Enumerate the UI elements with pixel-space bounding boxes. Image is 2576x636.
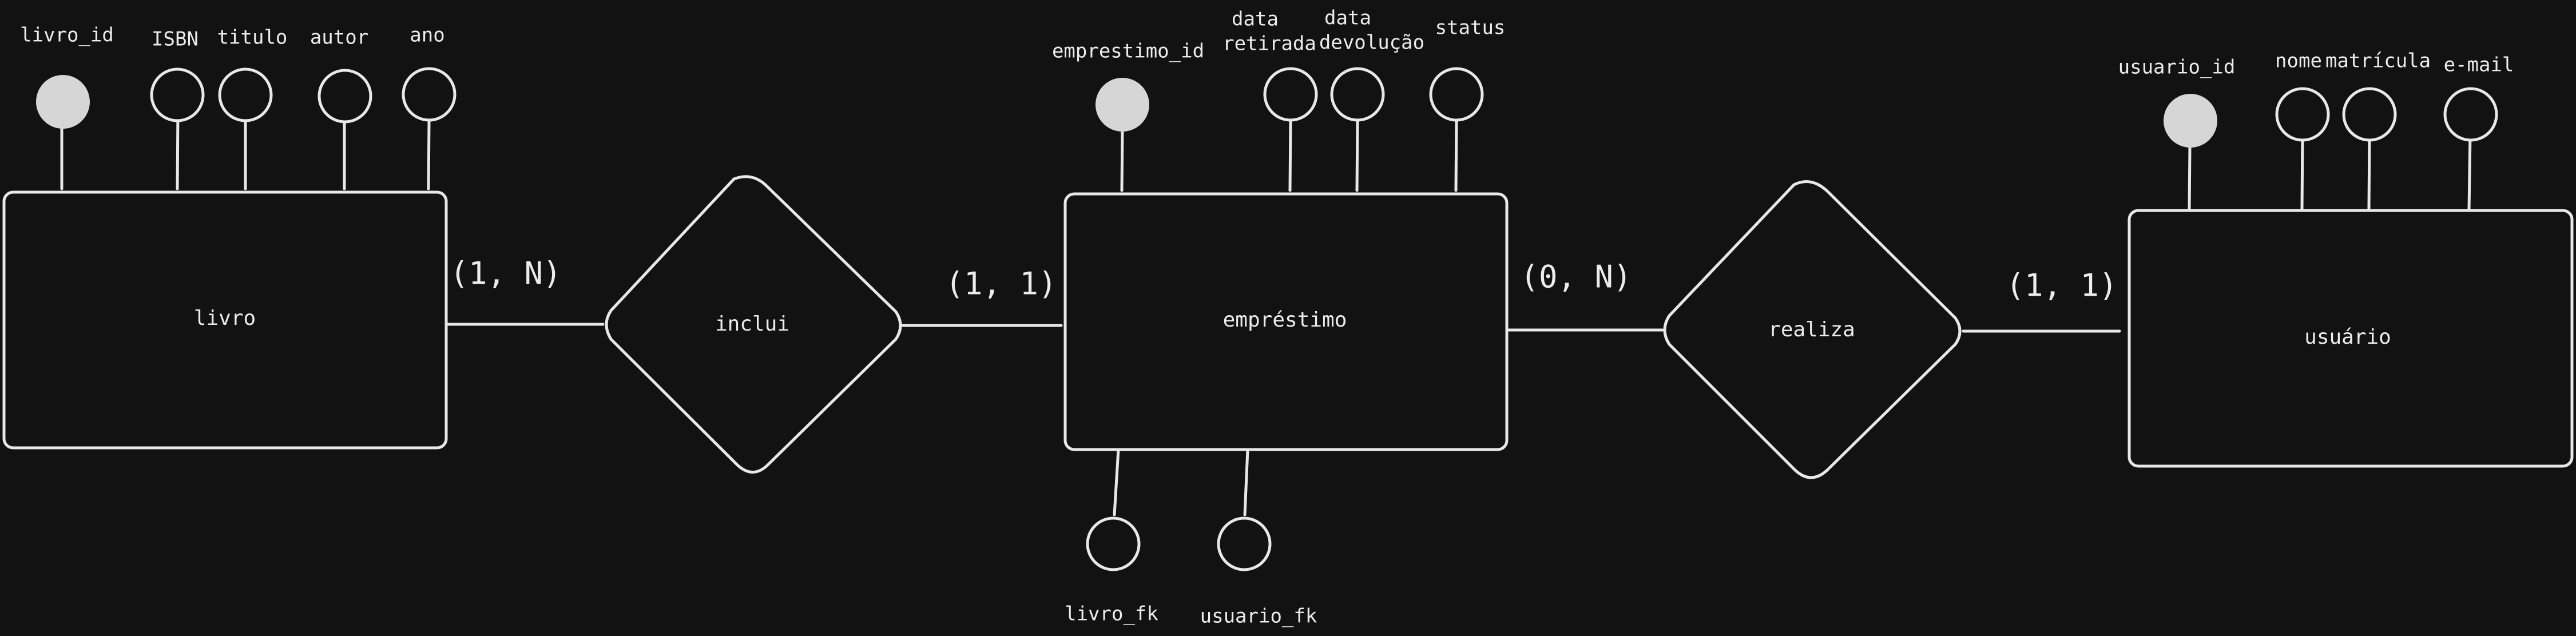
entity-livro-label: livro — [194, 307, 256, 330]
attr-data-retirada-label-1: data — [1232, 8, 1279, 31]
primary-key-marker[interactable] — [36, 75, 90, 129]
attributes-usuario: usuario_id nome matrícula e-mail — [2118, 50, 2514, 148]
relationship-inclui-label: inclui — [715, 312, 789, 336]
attribute-marker[interactable] — [1429, 67, 1484, 122]
cardinality-livro-inclui: (1, N) — [450, 256, 561, 292]
attribute-marker[interactable] — [150, 67, 205, 122]
entity-emprestimo-label: empréstimo — [1223, 308, 1347, 332]
attribute-marker[interactable] — [2275, 87, 2330, 142]
attr-livro-id-label: livro_id — [20, 24, 114, 47]
attribute-marker[interactable] — [218, 67, 273, 122]
cardinalities: (1, N) (1, 1) (0, N) (1, 1) — [450, 256, 2117, 304]
attr-data-devolucao-label-1: data — [1324, 7, 1371, 30]
attributes-emprestimo: emprestimo_id data retirada data devoluç… — [1052, 7, 1505, 628]
attribute-marker[interactable] — [2342, 87, 2397, 142]
entity-emprestimo[interactable]: empréstimo — [1063, 192, 1509, 451]
cardinality-realiza-usuario: (1, 1) — [2006, 268, 2117, 304]
attr-matricula-label: matrícula — [2325, 50, 2431, 73]
attribute-marker[interactable] — [1330, 67, 1385, 122]
entity-usuario-label: usuário — [2304, 325, 2391, 349]
attribute-marker[interactable] — [1086, 516, 1141, 571]
attr-titulo-label: titulo — [217, 26, 288, 49]
attr-livro-fk-label: livro_fk — [1065, 603, 1158, 626]
attr-email-label: e-mail — [2444, 54, 2514, 77]
attr-emprestimo-id-label: emprestimo_id — [1052, 40, 1204, 63]
primary-key-marker[interactable] — [2164, 94, 2217, 148]
attribute-marker[interactable] — [402, 67, 457, 122]
attribute-marker[interactable] — [317, 69, 372, 124]
attr-autor-label: autor — [310, 26, 368, 49]
entity-usuario[interactable]: usuário — [2128, 209, 2574, 468]
attr-data-retirada-label-2: retirada — [1222, 33, 1316, 55]
attributes-livro: livro_id ISBN titulo autor ano — [20, 24, 457, 129]
attribute-stems — [60, 109, 2472, 516]
cardinality-inclui-emprestimo: (1, 1) — [945, 266, 1057, 302]
attr-nome-label: nome — [2275, 50, 2322, 73]
attr-data-devolucao-label-2: devolução — [1319, 31, 1424, 54]
cardinality-emprestimo-realiza: (0, N) — [1520, 259, 1632, 295]
connectors — [444, 323, 2121, 333]
attr-status-label: status — [1435, 17, 1506, 39]
attribute-marker[interactable] — [1263, 67, 1318, 122]
attr-isbn-label: ISBN — [152, 28, 199, 51]
attribute-marker[interactable] — [2443, 87, 2498, 142]
attribute-marker[interactable] — [1217, 516, 1272, 571]
primary-key-marker[interactable] — [1096, 78, 1149, 132]
attr-ano-label: ano — [410, 24, 444, 47]
relationship-realiza[interactable]: realiza — [1663, 180, 1962, 479]
attr-usuario-fk-label: usuario_fk — [1200, 605, 1317, 628]
relationship-inclui[interactable]: inclui — [605, 175, 902, 474]
relationship-realiza-label: realiza — [1768, 318, 1855, 341]
entity-livro[interactable]: livro — [2, 190, 448, 450]
attr-usuario-id-label: usuario_id — [2118, 56, 2236, 79]
